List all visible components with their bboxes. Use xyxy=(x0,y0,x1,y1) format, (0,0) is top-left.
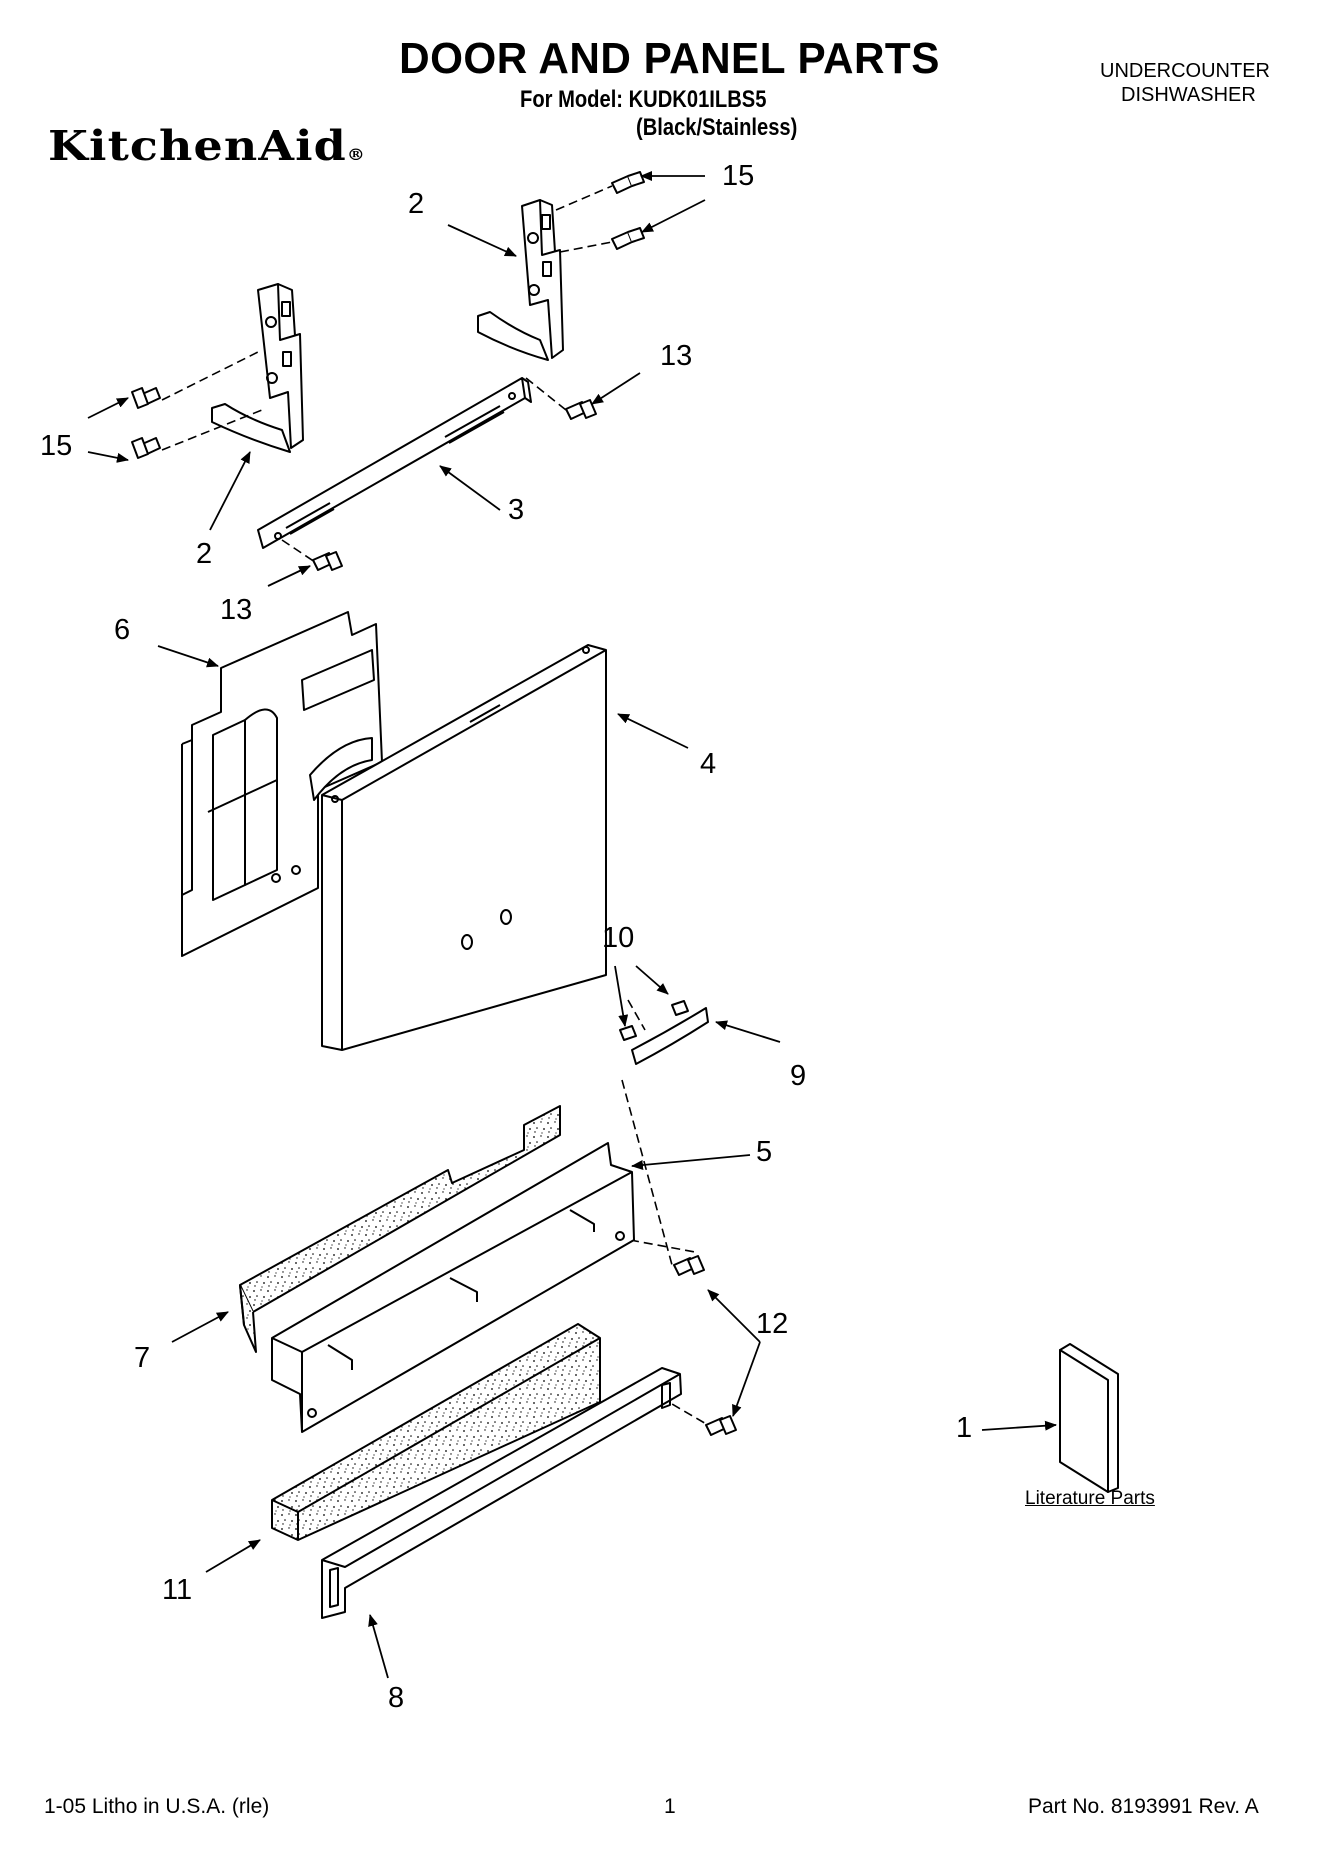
screw-12-b xyxy=(705,1415,737,1436)
handle-trim xyxy=(631,1007,709,1065)
model-variant: (Black/Stainless) xyxy=(636,114,798,141)
screw-15-left-a xyxy=(131,387,161,409)
page-number: 1 xyxy=(664,1795,676,1818)
callout-15-left: 15 xyxy=(40,430,73,462)
nut-10-a xyxy=(619,1025,637,1041)
callout-3: 3 xyxy=(508,494,525,526)
callout-13-right: 13 xyxy=(660,340,693,372)
screw-12-a xyxy=(673,1255,705,1276)
screw-15-left-b xyxy=(131,437,161,459)
mounting-rail xyxy=(257,377,532,549)
callout-6: 6 xyxy=(114,614,131,646)
kickplate xyxy=(321,1367,682,1619)
screw-15-upper-b xyxy=(611,227,645,250)
callout-5: 5 xyxy=(756,1136,773,1168)
callout-11: 11 xyxy=(162,1574,193,1606)
appliance-type-line1: UNDERCOUNTER xyxy=(1100,60,1270,82)
literature-booklet xyxy=(1059,1343,1119,1493)
literature-parts-label: Literature Parts xyxy=(1025,1488,1155,1509)
print-info: 1-05 Litho in U.S.A. (rle) xyxy=(44,1795,270,1818)
screw-13-right xyxy=(565,399,597,420)
brand-logo: KitchenAid® xyxy=(48,122,366,170)
callout-15-upper: 15 xyxy=(722,160,755,192)
callout-10: 10 xyxy=(602,922,635,954)
callout-2-lower: 2 xyxy=(196,538,213,570)
outer-door-panel xyxy=(321,644,607,1051)
callout-12: 12 xyxy=(756,1308,789,1340)
part-number: Part No. 8193991 Rev. A xyxy=(1028,1795,1259,1818)
lower-panel-bracket xyxy=(271,1142,635,1433)
page-title: DOOR AND PANEL PARTS xyxy=(399,34,940,83)
model-number: For Model: KUDK01ILBS5 xyxy=(520,86,767,113)
callout-7: 7 xyxy=(134,1342,151,1374)
callout-4: 4 xyxy=(700,748,717,780)
upper-insulation xyxy=(239,1105,561,1353)
registered-mark: ® xyxy=(346,145,366,164)
inner-door-panel xyxy=(181,611,383,957)
callout-2-upper: 2 xyxy=(408,188,425,220)
callout-9: 9 xyxy=(790,1060,807,1092)
screw-15-upper-a xyxy=(611,171,645,194)
appliance-type-line2: DISHWASHER xyxy=(1121,84,1256,106)
screw-13-lower xyxy=(312,551,343,571)
side-bracket-upper xyxy=(477,199,564,361)
side-bracket-left xyxy=(211,283,304,453)
callout-8: 8 xyxy=(388,1682,405,1714)
nut-10-b xyxy=(671,1000,689,1016)
callout-1: 1 xyxy=(956,1412,973,1444)
callout-13-lower: 13 xyxy=(220,594,253,626)
brand-name: KitchenAid xyxy=(48,122,347,170)
